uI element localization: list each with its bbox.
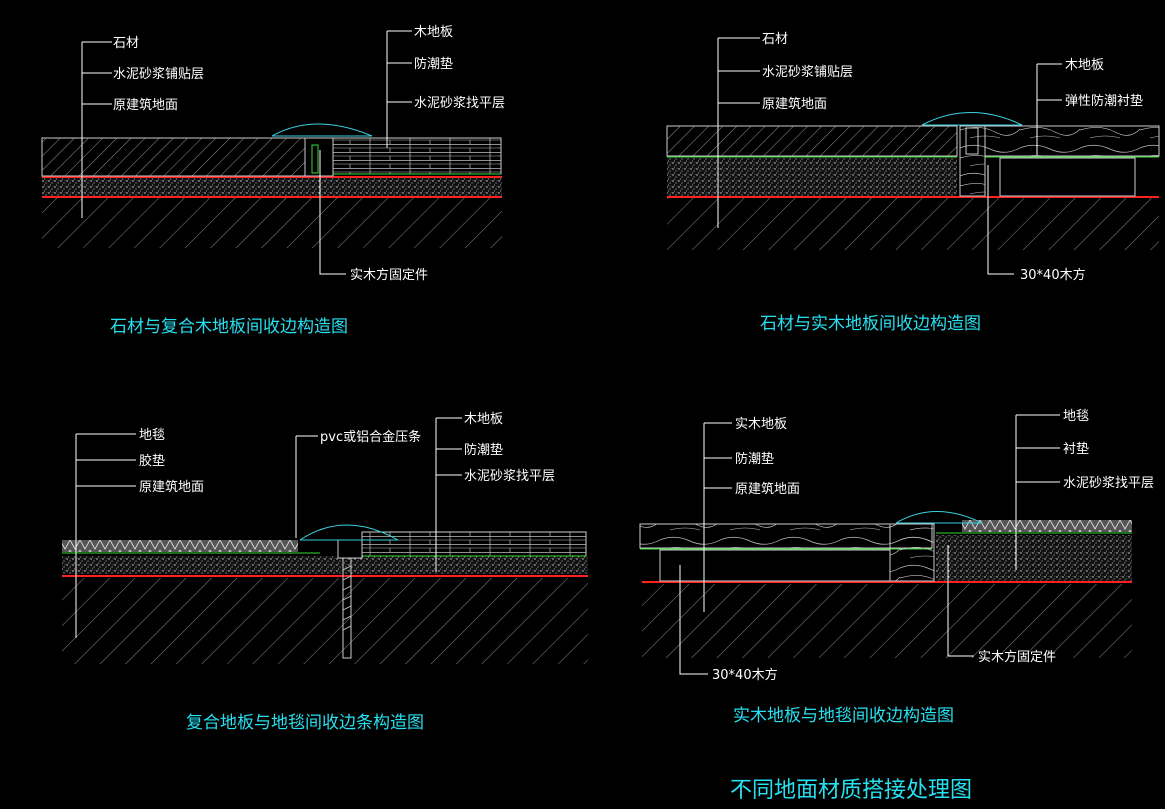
leader-lines-right: [435, 417, 462, 572]
panel-3-title: 复合地板与地毯间收边条构造图: [186, 713, 424, 733]
label-leveling-layer: 水泥砂浆找平层: [414, 96, 505, 111]
label-pressure-strip: pvc或铝合金压条: [320, 429, 421, 445]
label-original-floor: 原建筑地面: [735, 481, 800, 497]
timber-joist: [959, 125, 986, 197]
stone-slab: [666, 125, 958, 157]
panel-2-title: 石材与实木地板间收边构造图: [760, 314, 981, 334]
label-timber-joist: 30*40木方: [1020, 267, 1086, 283]
label-wood-floor: 木地板: [1065, 58, 1104, 73]
mortar-layer: [62, 556, 588, 574]
panel-4-solid-wood-carpet: 实木地板 防潮垫 原建筑地面 地毯 衬垫 水泥砂浆找平层 30*40木方 实木方…: [639, 409, 1154, 726]
edge-strip: [921, 112, 1023, 126]
label-carpet: 地毯: [139, 428, 165, 443]
leader-line-bottom-right: [947, 545, 974, 657]
edge-strip: [271, 123, 373, 137]
carpet: [62, 540, 298, 552]
sleeper-void: [659, 549, 891, 582]
wood-floor: [361, 531, 587, 557]
label-carpet: 地毯: [1063, 409, 1089, 424]
fixing-block: [304, 137, 334, 177]
label-stone: 石材: [762, 32, 788, 47]
label-moisture-pad: 防潮垫: [414, 56, 453, 72]
leader-line-bottom-left: [679, 565, 708, 675]
label-wood-floor: 木地板: [464, 412, 503, 427]
label-original-floor: 原建筑地面: [113, 97, 178, 113]
panel-4-title: 实木地板与地毯间收边构造图: [733, 706, 954, 726]
fixing-screw: [311, 144, 319, 174]
label-fixing-block: 实木方固定件: [978, 649, 1056, 665]
leader-line-bottom: [319, 150, 346, 275]
subfloor-hatch: [667, 198, 1159, 250]
leader-lines-left: [81, 41, 112, 218]
label-stone: 石材: [113, 36, 139, 51]
label-fixing-block: 实木方固定件: [350, 267, 428, 283]
leader-line-strip: [295, 435, 318, 538]
carpet: [962, 520, 1132, 532]
label-leveling-layer: 水泥砂浆找平层: [1063, 476, 1154, 491]
sleeper-void: [999, 157, 1136, 197]
leader-lines-left: [703, 422, 732, 612]
subfloor-hatch: [62, 578, 588, 664]
panel-2-stone-solid-wood: 石材 水泥砂浆铺贴层 原建筑地面 木地板 弹性防潮衬垫 30*40木方 石材与实…: [666, 32, 1160, 334]
label-mortar-bedding: 水泥砂浆铺贴层: [113, 67, 204, 82]
label-rubber-pad: 胶垫: [139, 453, 165, 469]
label-moisture-pad: 防潮垫: [464, 442, 503, 458]
leader-lines-right: [386, 30, 412, 148]
fixing-screw: [965, 127, 979, 155]
label-elastic-pad: 弹性防潮衬垫: [1065, 93, 1143, 109]
anchor-screw: [342, 557, 352, 659]
screw-threads: [342, 565, 352, 631]
edge-strip: [299, 524, 399, 541]
label-timber-joist: 30*40木方: [712, 667, 778, 683]
mortar-layer: [667, 158, 957, 196]
label-solid-wood-floor: 实木地板: [735, 417, 787, 432]
leader-line-bottom: [987, 165, 1014, 275]
main-title: 不同地面材质搭接处理图: [730, 778, 972, 803]
solid-wood-floor: [984, 125, 1160, 157]
leader-lines-right: [1036, 63, 1062, 155]
fixing-block: [337, 539, 363, 559]
panel-1-title: 石材与复合木地板间收边构造图: [110, 317, 348, 337]
label-moisture-pad: 防潮垫: [735, 451, 774, 467]
label-wood-floor: 木地板: [414, 25, 453, 40]
label-original-floor: 原建筑地面: [762, 96, 827, 112]
wood-floor: [332, 137, 502, 175]
leader-lines-right: [1015, 414, 1060, 570]
label-underlay: 衬垫: [1063, 441, 1089, 457]
stone-slab: [41, 137, 306, 177]
label-mortar-bedding: 水泥砂浆铺贴层: [762, 65, 853, 80]
panel-1-stone-composite-wood: 石材 水泥砂浆铺贴层 原建筑地面 木地板 防潮垫 水泥砂浆找平层 实木方固定件 …: [41, 25, 505, 337]
solid-wood-floor: [639, 523, 933, 549]
mortar-layer: [936, 535, 1132, 581]
leader-lines-left: [75, 433, 136, 638]
timber-fixing-block: [889, 523, 935, 582]
mortar-layer: [42, 178, 502, 196]
label-original-floor: 原建筑地面: [139, 479, 204, 495]
panel-3-composite-carpet: 地毯 胶垫 原建筑地面 pvc或铝合金压条 木地板 防潮垫 水泥砂浆找平层 复合…: [62, 412, 588, 733]
subfloor-hatch: [642, 584, 1132, 658]
subfloor-hatch: [42, 198, 502, 248]
edge-strip: [895, 511, 983, 524]
leader-lines-left: [717, 37, 760, 228]
label-leveling-layer: 水泥砂浆找平层: [464, 469, 555, 484]
